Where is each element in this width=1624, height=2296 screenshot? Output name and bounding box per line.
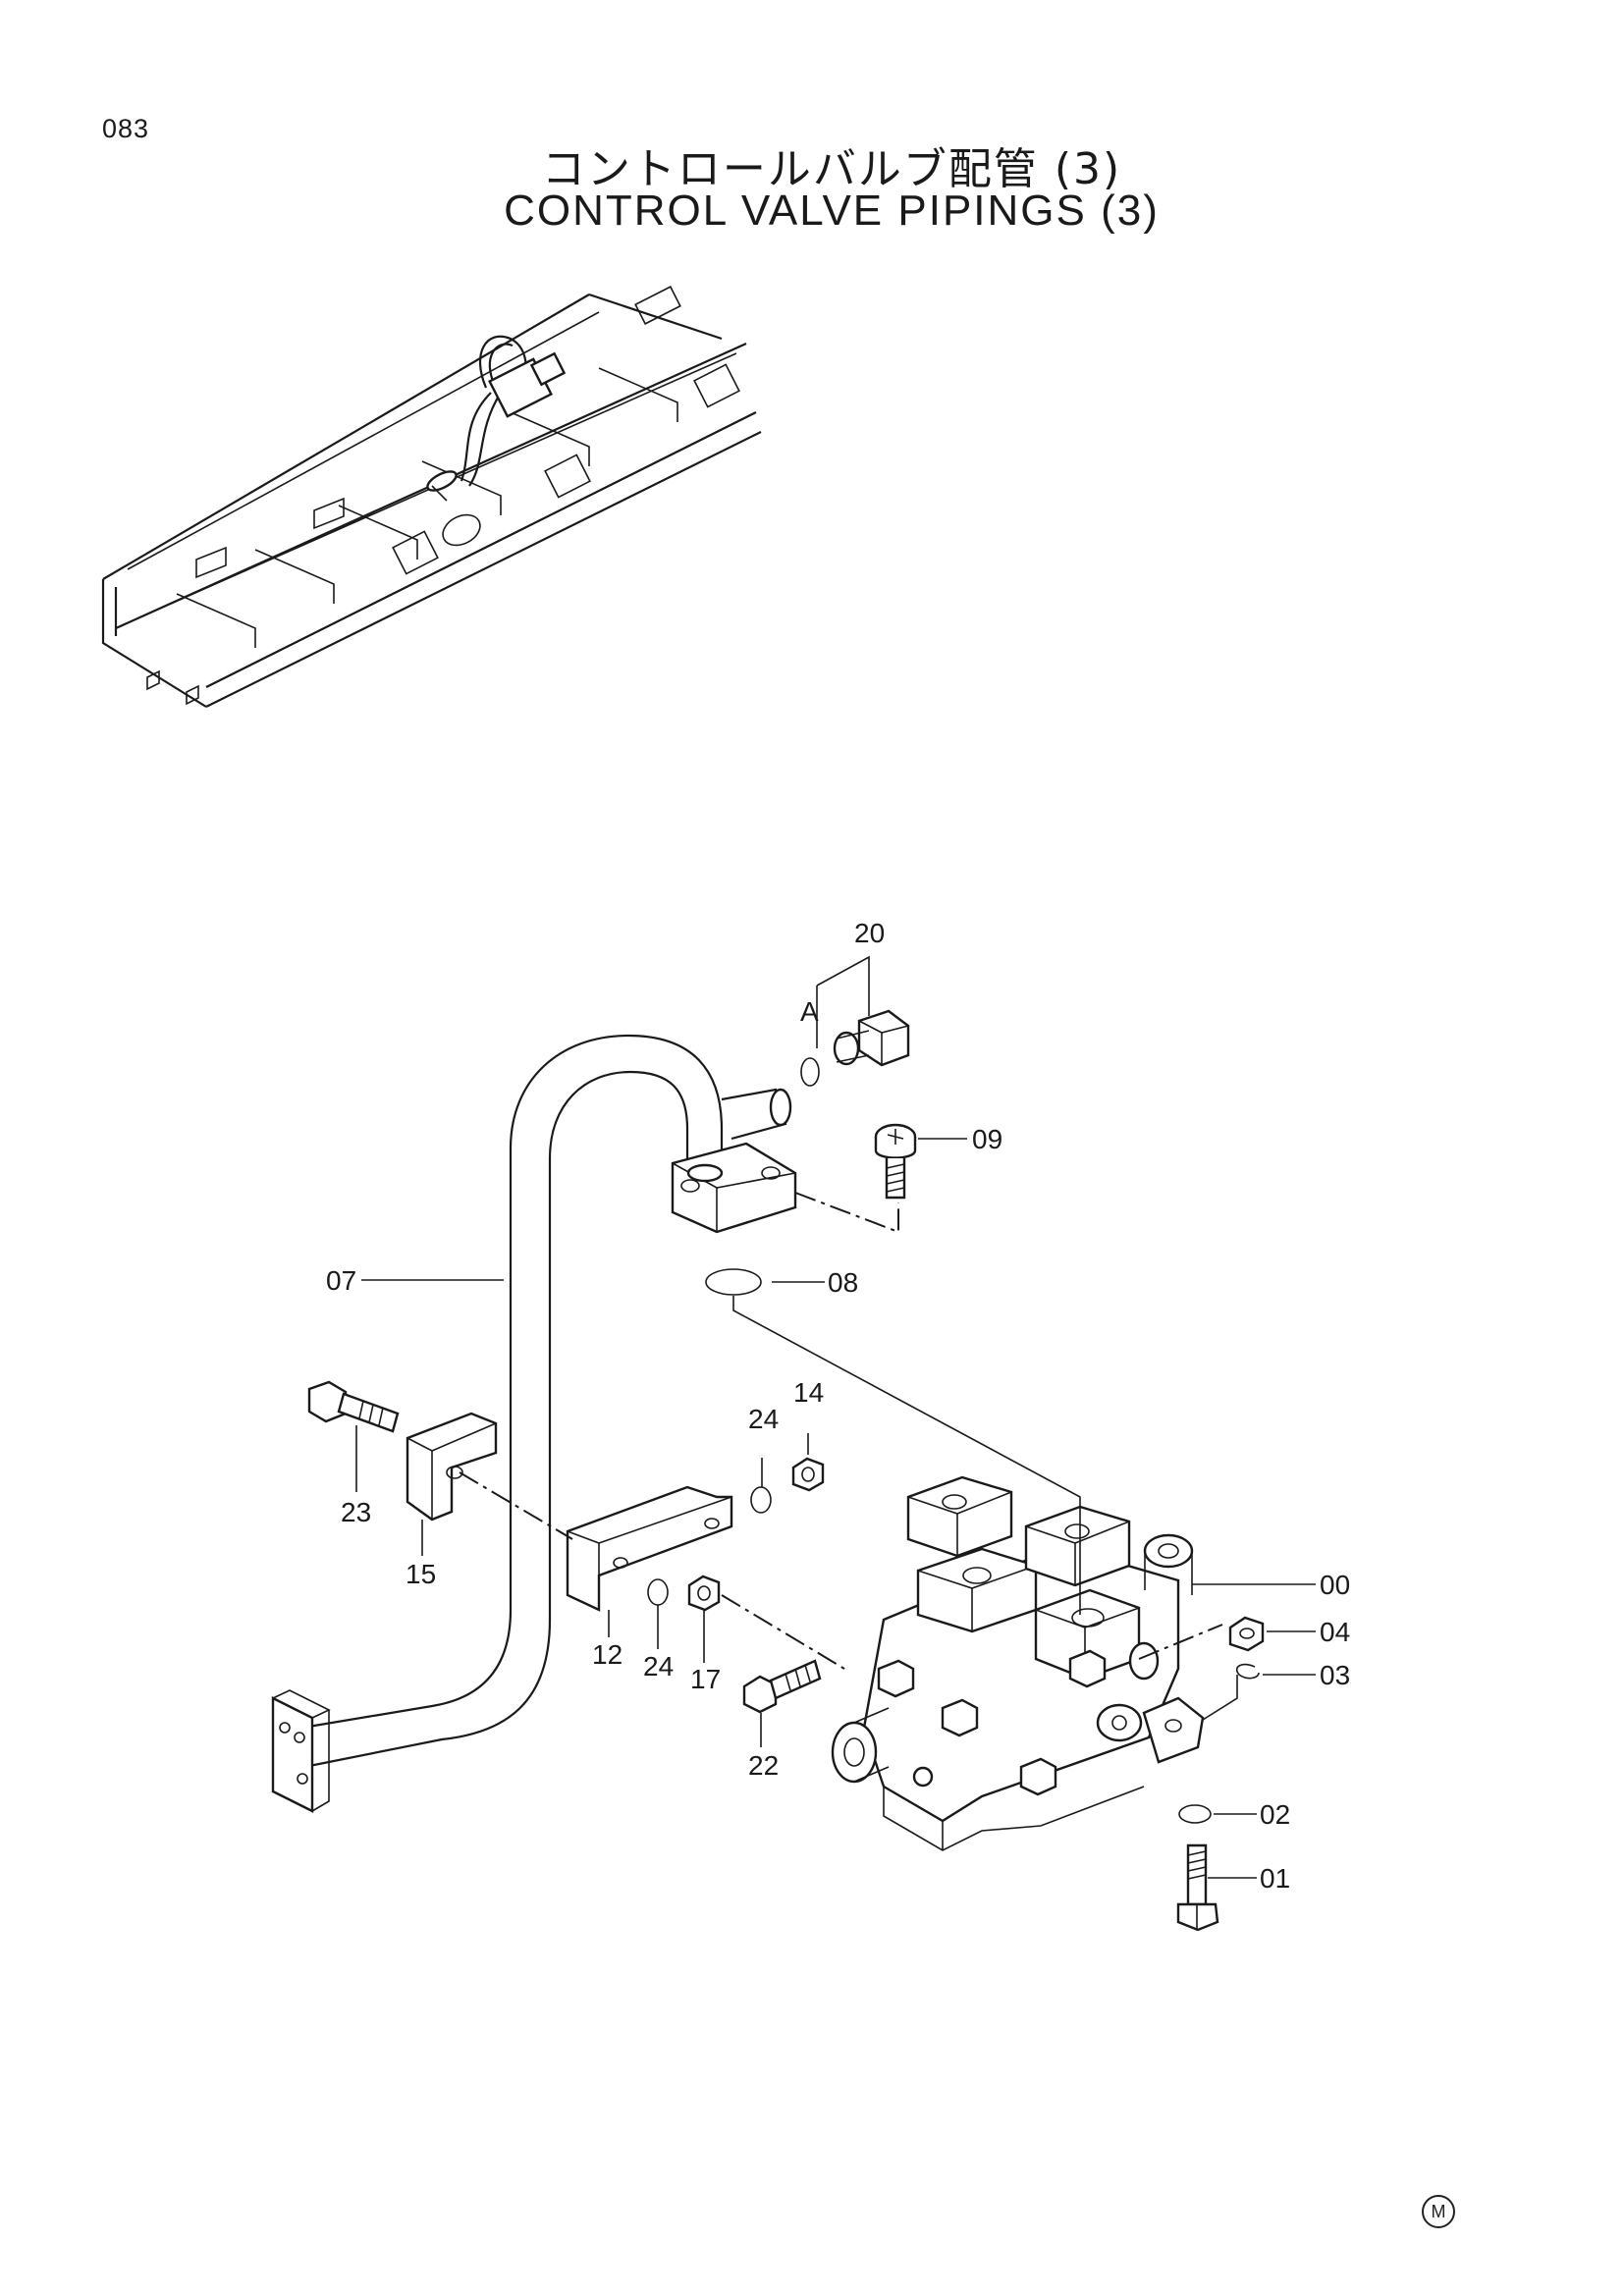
bolt-09 [874,1123,917,1200]
nut-04 [1228,1616,1265,1652]
bolt-01 [1176,1843,1219,1932]
callout-20: 20 [854,918,885,948]
registered-mark: M [1422,2195,1455,2228]
o-ring-08 [705,1268,762,1296]
bracket-12 [566,1485,733,1612]
callout-15: 15 [406,1559,436,1589]
callout-A: A [800,996,819,1027]
frame-overview-illustration [101,286,762,708]
callout-24-upper: 24 [748,1404,779,1434]
washer-24-lower [647,1578,669,1606]
callout-23: 23 [341,1497,371,1527]
callout-17: 17 [690,1664,721,1694]
washer-02 [1178,1804,1212,1824]
callout-03: 03 [1320,1660,1350,1690]
clamp-15 [406,1412,498,1522]
callout-04: 04 [1320,1617,1350,1647]
leader-lines [355,955,1316,1879]
callout-22: 22 [748,1750,779,1781]
callout-09: 09 [972,1124,1002,1154]
callout-14: 14 [793,1377,824,1408]
washer-24-upper [750,1486,772,1514]
callout-02: 02 [1260,1799,1290,1830]
washer-03 [1235,1663,1260,1680]
pipe-07 [271,1034,797,1813]
callout-01: 01 [1260,1863,1290,1894]
callout-labels: 20 A 09 07 08 14 24 23 15 00 04 12 03 24… [326,918,1350,1894]
bolt-23 [307,1380,400,1433]
plug-20 [800,1009,910,1087]
callout-08: 08 [828,1267,858,1298]
nut-14 [791,1457,825,1492]
callout-24-lower: 24 [643,1651,674,1682]
page-title-japanese: コントロールバルブ配管 (3) [541,144,1122,194]
callout-12: 12 [592,1639,623,1670]
callout-00: 00 [1320,1570,1350,1600]
page-number: 083 [102,114,150,143]
callout-07: 07 [326,1265,356,1296]
control-valve-00 [831,1475,1205,1851]
page-title-english: CONTROL VALVE PIPINGS (3) [504,187,1160,235]
nut-17 [687,1575,721,1612]
bolt-22 [742,1659,822,1714]
